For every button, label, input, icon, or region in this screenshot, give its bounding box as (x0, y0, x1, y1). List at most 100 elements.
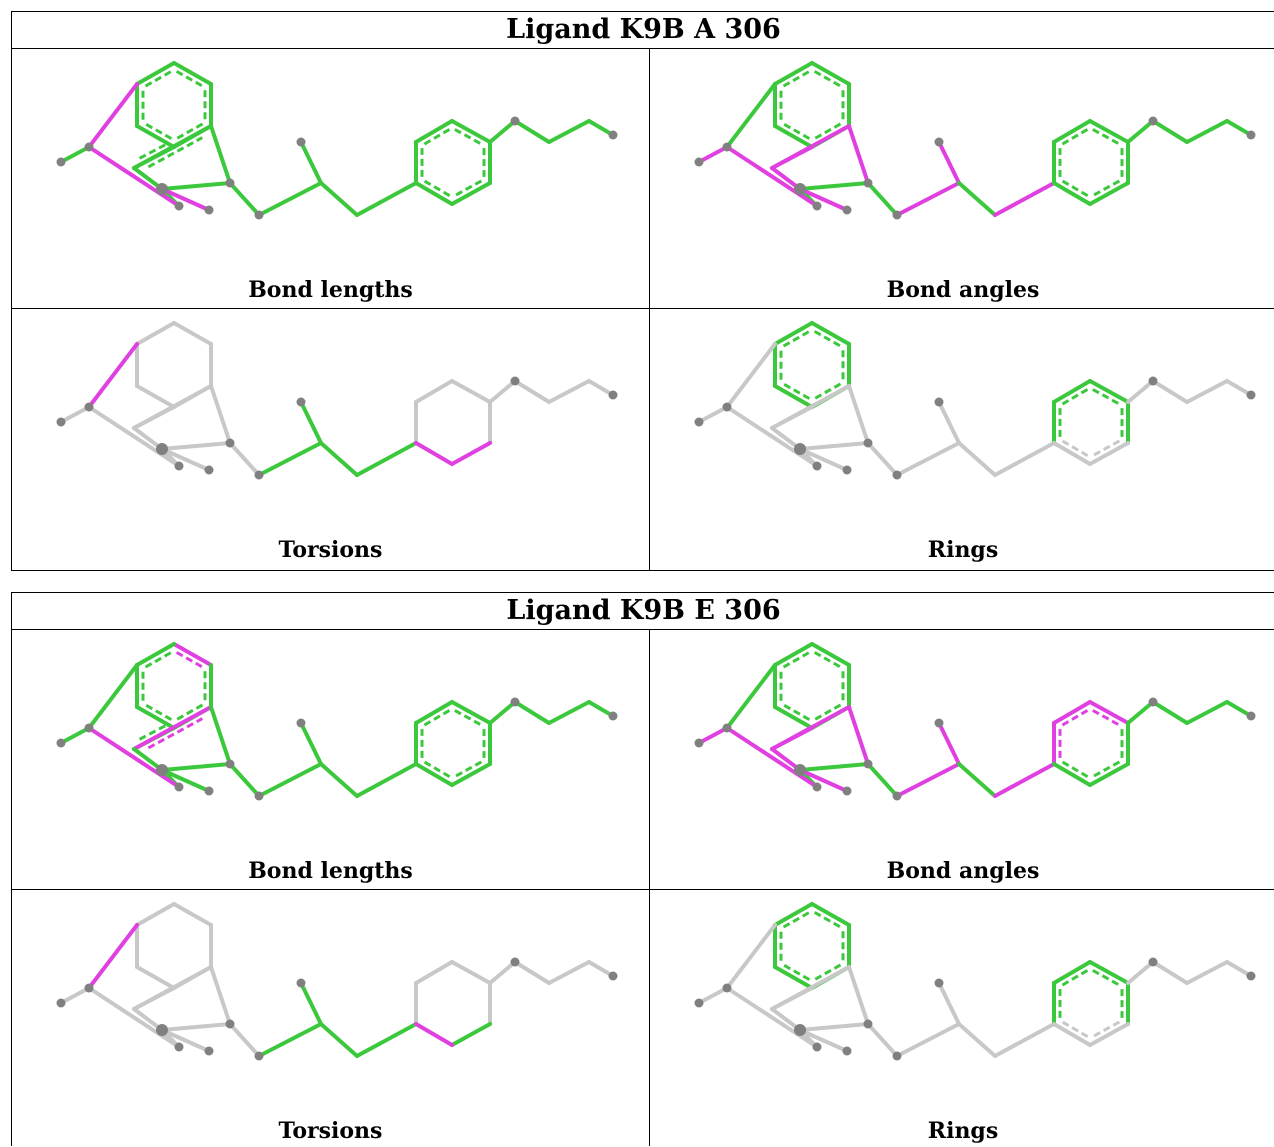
bond (513, 379, 551, 404)
bond-angles-cell: Bond angles (650, 49, 1274, 308)
bond (866, 441, 899, 477)
atom (1246, 130, 1256, 140)
bond (1151, 379, 1189, 404)
bond (895, 441, 961, 477)
molecule-diagram (56, 61, 618, 220)
atom (204, 1046, 214, 1056)
atom (254, 470, 264, 480)
bond (937, 140, 961, 185)
aromatic-bond-dash (782, 651, 811, 669)
bond (1185, 379, 1229, 404)
bond (414, 960, 454, 985)
bond (488, 379, 517, 404)
bond (1151, 960, 1189, 985)
bond (172, 321, 213, 346)
molecule-diagram (694, 902, 1256, 1061)
bond (488, 119, 517, 144)
bond (937, 400, 961, 445)
bond (773, 642, 814, 667)
bond (1052, 441, 1092, 466)
bond (228, 762, 261, 798)
bond (798, 1028, 849, 1053)
bond-lengths-cell: Bond lengths (12, 49, 649, 308)
bond (414, 441, 454, 466)
atom (84, 723, 94, 733)
bond (132, 705, 213, 751)
aromatic-bond-dash (423, 709, 451, 727)
bond (87, 145, 181, 208)
column-divider (649, 630, 650, 1146)
aromatic-bond-dash (813, 703, 842, 721)
bond (1225, 960, 1253, 978)
bond (547, 379, 591, 404)
bond (798, 768, 849, 793)
aromatic-bond-dash (144, 122, 173, 140)
bond (87, 986, 181, 1049)
atom (1148, 376, 1158, 386)
cell-caption: Torsions (278, 537, 383, 563)
bond (770, 384, 851, 430)
bond (725, 923, 777, 990)
atom (1246, 390, 1256, 400)
bond (1185, 700, 1229, 725)
atom (296, 718, 306, 728)
atom (225, 438, 235, 448)
aromatic-bond-dash (1092, 388, 1121, 406)
bond (547, 960, 591, 985)
cell-caption: Bond angles (886, 858, 1040, 884)
aromatic-bond-dash (782, 122, 811, 140)
aromatic-bond-dash (1061, 760, 1089, 778)
bond (1225, 119, 1253, 137)
bond (810, 902, 851, 927)
bond (1052, 379, 1092, 404)
ligand-panel-e: Ligand K9B E 306 Bond lengths Bond angle… (11, 592, 1274, 1146)
aromatic-bond-dash (144, 651, 173, 669)
bond (135, 902, 176, 927)
atom (84, 142, 94, 152)
aromatic-bond-dash (175, 122, 204, 140)
bond (725, 986, 819, 1049)
bond (725, 145, 819, 208)
bond (319, 441, 359, 477)
atom (204, 465, 214, 475)
atom (694, 738, 704, 748)
atom (225, 759, 235, 769)
bond (1126, 379, 1155, 404)
molecule-diagram (694, 642, 1256, 801)
ligand-panel-a: Ligand K9B A 306 Bond lengths Bond angle… (11, 11, 1274, 571)
aromatic-bond-dash (147, 717, 204, 750)
bond (1151, 119, 1189, 144)
torsions-cell: Torsions (12, 890, 649, 1147)
aromatic-bond-dash (782, 703, 811, 721)
bond (993, 1022, 1056, 1058)
aromatic-bond-dash (1092, 1020, 1121, 1038)
aromatic-bond-dash (813, 122, 842, 140)
bond (355, 181, 418, 217)
bond (87, 342, 139, 409)
bond (1088, 441, 1130, 466)
molecule-diagram (56, 642, 618, 801)
bond (513, 700, 551, 725)
panel-title: Ligand K9B A 306 (12, 12, 1274, 49)
bond (1225, 379, 1253, 397)
aromatic-bond-dash (423, 760, 451, 778)
atom (608, 711, 618, 721)
atom (934, 137, 944, 147)
bond (847, 384, 870, 445)
cell-caption: Bond lengths (248, 858, 413, 884)
bond (160, 762, 232, 772)
bond (450, 700, 492, 725)
atom (892, 470, 902, 480)
aromatic-bond-dash (1061, 969, 1089, 987)
atom (608, 390, 618, 400)
bond (1225, 700, 1253, 718)
atom (174, 461, 184, 471)
bond (725, 82, 777, 149)
molecule-diagram (56, 902, 618, 1061)
aromatic-bond-dash (1092, 179, 1121, 197)
aromatic-bond-dash (782, 963, 811, 981)
bond (773, 61, 814, 86)
bond (450, 762, 492, 787)
cell-caption: Rings (927, 537, 999, 563)
bond (773, 384, 814, 409)
